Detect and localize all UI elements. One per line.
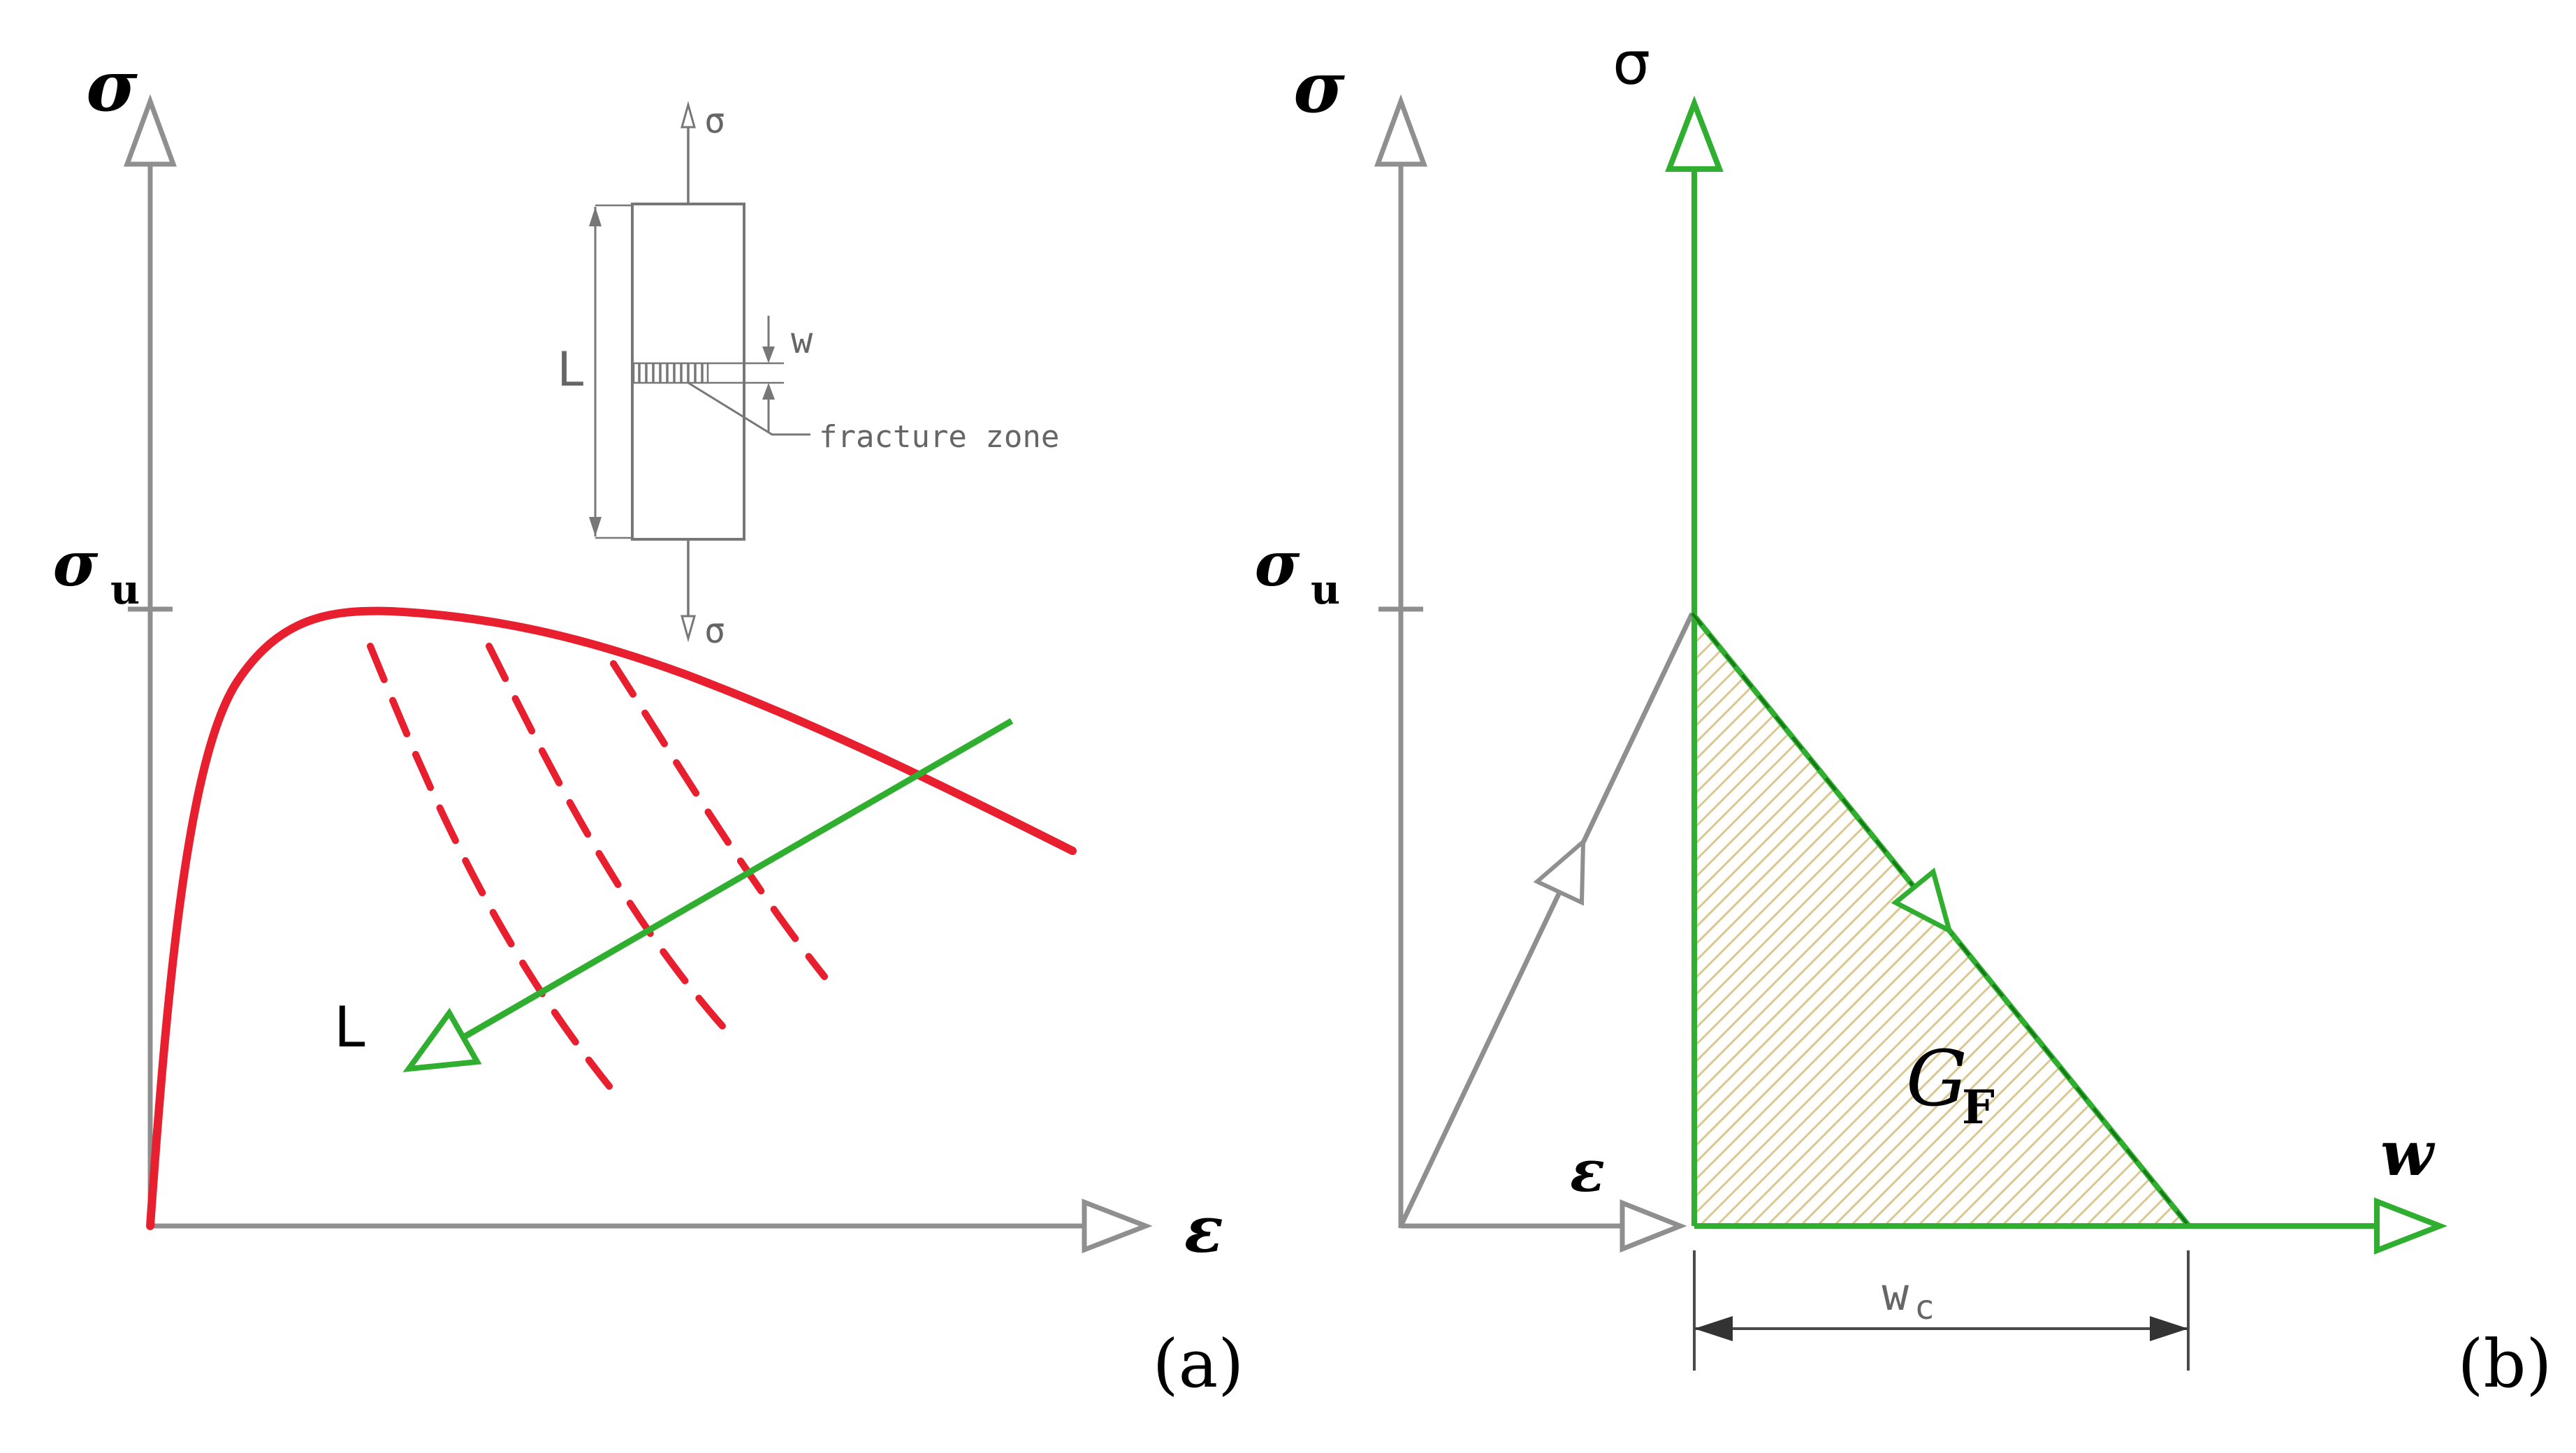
panel-a-arrow-right-icon xyxy=(1082,1198,1153,1254)
panel-a-stress-strain-curve xyxy=(146,606,1077,1230)
fracture-energy-subscript: F xyxy=(1962,1080,1995,1134)
panel-b-caption: (b) xyxy=(2458,1326,2552,1403)
panel-b-sigma-u-label: σ xyxy=(1255,527,1300,600)
w-dim-arrow-down-icon xyxy=(762,346,775,363)
panel-a-epsilon-axis-label: ε xyxy=(1184,1192,1223,1267)
wc-label: w xyxy=(1882,1269,1909,1321)
specimen-length-label: L xyxy=(557,342,585,397)
panel-a-sigma-axis-label: σ xyxy=(86,45,138,127)
panel-a-sigma-u-subscript: u xyxy=(110,566,140,613)
w-dim-arrow-up-icon xyxy=(762,383,775,400)
specimen-dim-arrow-up-icon xyxy=(589,207,602,226)
panel-b-gray-direction-arrow-icon xyxy=(1533,837,1586,906)
panel-a-arrow-down-left-icon xyxy=(402,1007,482,1072)
panel-b-green-arrow-up-icon xyxy=(1665,95,1724,172)
fracture-energy-label: G xyxy=(1906,1034,1967,1123)
specimen-width-label: w xyxy=(791,320,813,362)
wc-arrow-right-icon xyxy=(2150,1316,2188,1341)
fracture-zone-leader-line xyxy=(687,381,810,436)
panel-a-softening-branch-2 xyxy=(486,643,727,1030)
panel-a-length-arrow-line xyxy=(461,718,1014,1040)
panel-b-sigma-axis-label: σ xyxy=(1293,46,1345,129)
panel-a-arrow-up-icon xyxy=(123,94,177,167)
panel-b-sigma-u-subscript: u xyxy=(1311,566,1340,613)
specimen-sigma-top-label: σ xyxy=(704,101,725,141)
panel-a-caption: (a) xyxy=(1153,1326,1244,1403)
panel-b-epsilon-axis-label: ε xyxy=(1570,1138,1605,1205)
panel-b-green-sigma-axis-label: σ xyxy=(1613,29,1650,98)
panel-a-specimen-inset: σ σ L w fracture zone xyxy=(557,101,1059,651)
fracture-zone-caption: fracture zone xyxy=(819,419,1059,455)
panel-b-gray-arrow-right-icon xyxy=(1620,1199,1687,1253)
panel-b: σ σ σ u ε w G F w c ( xyxy=(1255,29,2552,1403)
panel-a-softening-branch-3 xyxy=(610,660,828,980)
panel-b-green-arrow-right-icon xyxy=(2374,1197,2448,1255)
specimen-arrow-down-icon xyxy=(681,615,696,643)
panel-a: σ ε σ u L σ σ xyxy=(53,45,1244,1403)
panel-b-gray-arrow-up-icon xyxy=(1374,94,1428,167)
wc-arrow-left-icon xyxy=(1694,1316,1733,1341)
panel-b-w-axis-label: w xyxy=(2380,1117,2436,1190)
panel-a-sigma-u-label: σ xyxy=(53,527,99,600)
specimen-fracture-zone-band xyxy=(632,362,709,384)
specimen-dim-arrow-down-icon xyxy=(589,517,602,536)
panel-a-length-label: L xyxy=(334,995,365,1060)
specimen-sigma-bottom-label: σ xyxy=(704,611,725,651)
wc-subscript: c xyxy=(1914,1288,1935,1327)
specimen-arrow-up-icon xyxy=(681,101,696,129)
panel-b-green-direction-arrow-icon xyxy=(1891,867,1953,935)
panel-b-ascending-line xyxy=(1398,612,1695,1227)
panel-a-softening-branch-1 xyxy=(367,643,613,1090)
